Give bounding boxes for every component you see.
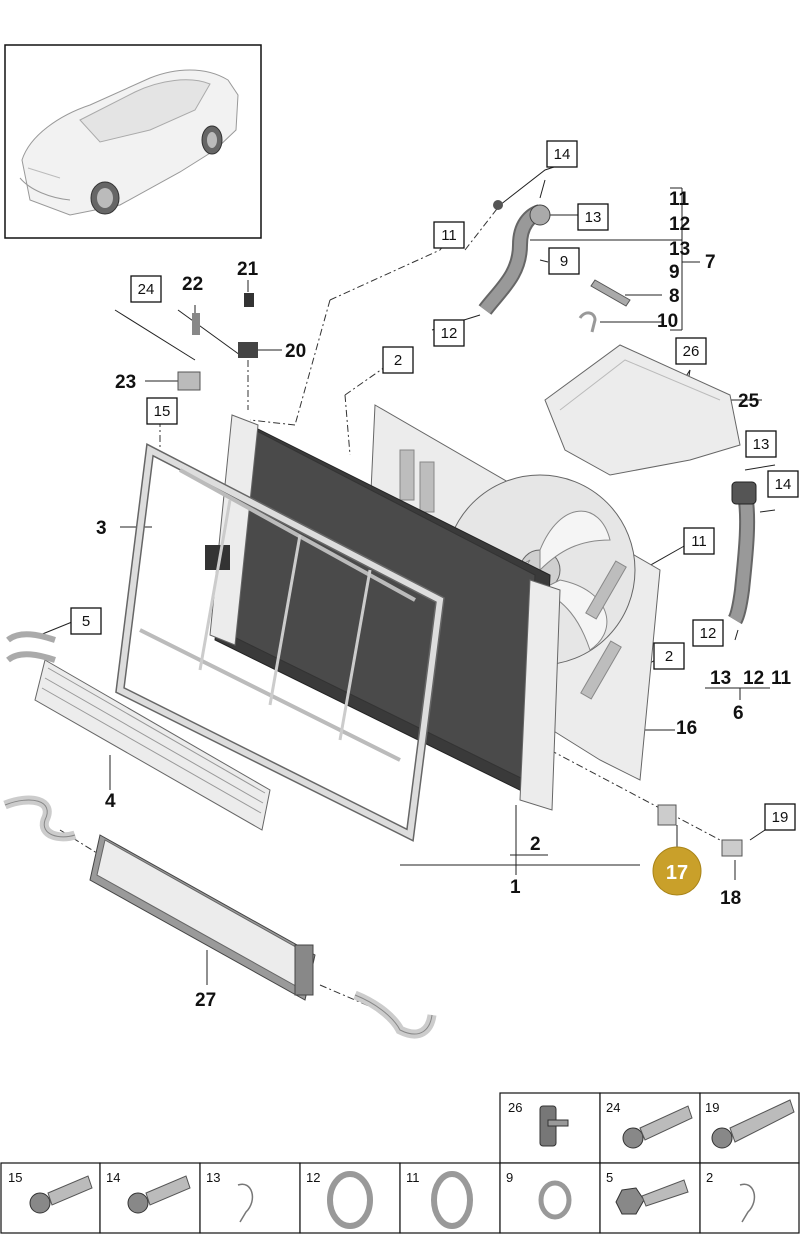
callout-15-text: 15: [154, 403, 171, 420]
table-num-2: 2: [706, 1170, 713, 1185]
callout-12b: 12: [692, 619, 724, 647]
callout-12-bottom: 12: [743, 668, 764, 689]
callout-12-right: 12: [669, 214, 690, 235]
callout-14a-text: 14: [554, 146, 571, 163]
coolant-hose-upper: [478, 200, 551, 315]
callout-24-text: 24: [138, 281, 155, 298]
table-num-24: 24: [606, 1100, 620, 1115]
vehicle-inset: [4, 44, 262, 239]
highlight-circle: [652, 846, 702, 896]
callout-18: 18: [720, 888, 741, 909]
callout-16: 16: [676, 718, 697, 739]
highlight-marker[interactable]: 17: [652, 846, 702, 896]
table-num-11: 11: [406, 1170, 420, 1185]
callout-25: 25: [738, 391, 760, 412]
table-num-14: 14: [106, 1170, 120, 1185]
callout-10: 10: [657, 311, 678, 332]
callout-20: 20: [285, 341, 306, 362]
callout-9-right: 9: [669, 262, 680, 283]
callouts: 14 13 11 9 12 2 24 15 26 13 14 11 12 2 5…: [70, 140, 799, 1011]
callout-13b: 13: [745, 430, 777, 458]
spring-clip-icon: [739, 1183, 756, 1223]
coolant-hose-right: [727, 481, 757, 625]
callout-21: 21: [237, 259, 259, 280]
callout-24: 24: [130, 275, 162, 303]
callout-14b-text: 14: [775, 476, 792, 493]
callout-13-right: 13: [669, 239, 690, 260]
o-ring-icon: [431, 1171, 473, 1229]
spring-clip-icon: [237, 1183, 254, 1223]
oil-cooler: [6, 631, 271, 831]
callout-13a-text: 13: [585, 209, 602, 226]
callout-11b: 11: [683, 527, 715, 555]
table-num-19: 19: [705, 1100, 719, 1115]
table-num-13: 13: [206, 1170, 220, 1185]
small-parts: [177, 279, 743, 857]
callout-11-right: 11: [669, 189, 690, 210]
callout-5: 5: [70, 607, 102, 635]
callout-2b-text: 2: [665, 648, 673, 665]
callout-12a-text: 12: [441, 325, 458, 342]
callout-22: 22: [182, 274, 203, 295]
callout-13a: 13: [577, 203, 609, 231]
callout-2a-text: 2: [394, 352, 402, 369]
table-num-15: 15: [8, 1170, 22, 1185]
car-illustration: [19, 69, 239, 216]
callout-1: 1: [510, 877, 521, 898]
callout-15: 15: [146, 397, 178, 425]
table-num-9: 9: [506, 1170, 513, 1185]
table-num-26: 26: [508, 1100, 522, 1115]
callout-2b: 2: [653, 642, 685, 670]
callout-12a: 12: [433, 319, 465, 347]
callout-11a-text: 11: [441, 227, 457, 244]
radiator-frame: [115, 443, 445, 842]
hex-bolt-icon: [615, 1179, 689, 1215]
callout-14a: 14: [546, 140, 578, 168]
callout-19: 19: [764, 803, 796, 831]
callout-4: 4: [105, 791, 116, 812]
callout-2c: 2: [530, 834, 541, 855]
o-ring-icon: [327, 1171, 373, 1229]
o-ring-small-icon: [538, 1180, 572, 1220]
callout-11b-text: 11: [691, 533, 707, 550]
callout-19-text: 19: [772, 809, 789, 826]
callout-14b: 14: [767, 470, 799, 498]
callout-11a: 11: [433, 221, 465, 249]
table-num-12: 12: [306, 1170, 320, 1185]
bolt-long-icon: [711, 1099, 795, 1149]
callout-26: 26: [675, 337, 707, 365]
callout-5-text: 5: [82, 613, 90, 630]
bolt-flange-icon: [29, 1175, 93, 1214]
table-num-5: 5: [606, 1170, 613, 1185]
bolt-flange-icon: [127, 1175, 191, 1214]
callout-27: 27: [195, 990, 216, 1011]
callout-11-bottom: 11: [771, 668, 792, 689]
callout-9a-text: 9: [560, 253, 568, 270]
auxiliary-cooler: [3, 795, 437, 1039]
callout-12b-text: 12: [700, 625, 717, 642]
table-bottom-row: 15 14 13 12 11 9 5 2: [0, 1162, 800, 1234]
table-top-row: 26 24 19: [499, 1092, 800, 1164]
callout-13-bottom: 13: [710, 668, 731, 689]
air-duct: [544, 344, 741, 476]
highlight-label: 17: [666, 862, 688, 884]
callout-7: 7: [705, 252, 716, 273]
bolt-flange-icon: [622, 1105, 693, 1149]
parts-table: 26 24 19 15 14 13 12 11 9 5 2: [0, 1092, 800, 1234]
callout-26-text: 26: [683, 343, 700, 360]
callout-8: 8: [669, 286, 680, 307]
callout-13b-text: 13: [753, 436, 770, 453]
callout-9a: 9: [548, 247, 580, 275]
clip-icon: [539, 1105, 569, 1147]
callout-6: 6: [733, 703, 744, 724]
callout-23: 23: [115, 372, 136, 393]
callout-3: 3: [96, 518, 107, 539]
callout-2a: 2: [382, 346, 414, 374]
radiator: [205, 414, 561, 811]
